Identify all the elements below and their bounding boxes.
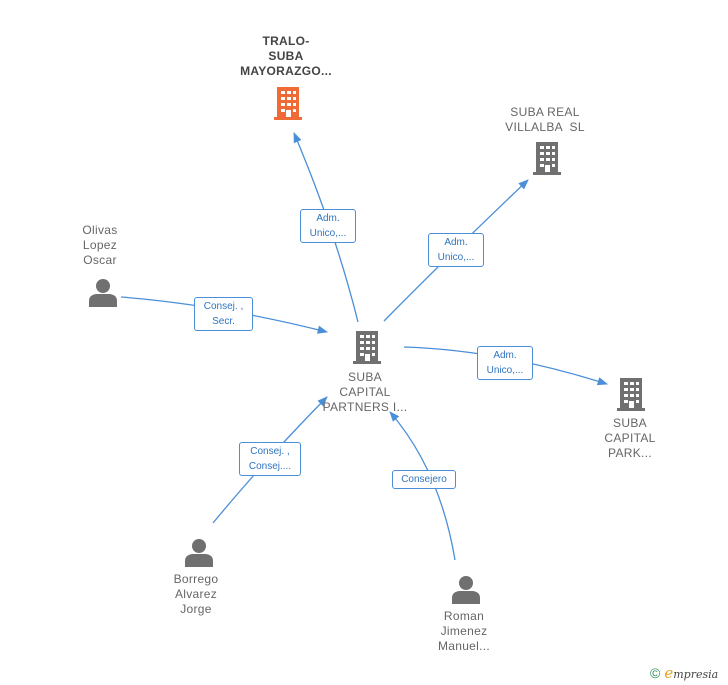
edge-label-line: Unico,... [486,365,524,376]
edge-label-line: Adm. [493,350,517,361]
node-label-line: TRALO- [262,34,310,48]
brand-logo-text: mpresia [673,668,719,681]
node-label-line: VILLALBA SL [505,120,585,134]
edge-label-line: Unico,... [437,252,475,263]
edge-label-borrego[interactable]: Consej. , Consej.... [239,442,301,476]
node-label-suba-capital-partners[interactable]: SUBA CAPITAL PARTNERS I... [300,370,430,415]
node-label-line: PARK... [608,446,652,460]
edge-label-line: Consej. , [203,301,244,312]
node-label-line: SUBA [613,416,647,430]
node-label-line: CAPITAL [604,431,656,445]
watermark: ©empresia [650,664,718,682]
edge-label-tralo[interactable]: Adm. Unico,... [300,209,356,243]
edge-label-olivas[interactable]: Consej. , Secr. [194,297,253,331]
node-label-line: Jimenez [440,624,488,638]
node-label-line: Oscar [83,253,117,267]
node-label-borrego[interactable]: Borrego Alvarez Jorge [131,572,261,617]
node-label-line: Alvarez [174,587,218,601]
brand-logo-initial: e [664,664,674,682]
edge-label-suba-real[interactable]: Adm. Unico,... [428,233,484,267]
edge-label-line: Adm. [444,237,468,248]
edge-label-line: Adm. [316,213,340,224]
node-label-line: PARTNERS I... [322,400,408,414]
edge-label-line: Secr. [212,316,235,327]
edge-label-line: Consej.... [248,461,292,472]
node-label-line: SUBA [348,370,382,384]
building-icon[interactable] [531,141,563,175]
edge-label-line: Consej. , [250,446,290,457]
node-label-suba-capital-park[interactable]: SUBA CAPITAL PARK... [565,416,695,461]
copyright-icon: © [650,665,661,681]
node-label-olivas[interactable]: Olivas Lopez Oscar [35,223,165,268]
edge-label-park[interactable]: Adm. Unico,... [477,346,533,380]
node-label-line: Borrego [173,572,219,586]
person-icon[interactable] [184,537,214,567]
node-label-line: SUBA [268,49,304,63]
edge-label-line: Unico,... [309,228,347,239]
building-icon[interactable] [272,86,304,120]
node-label-line: MAYORAZGO... [240,64,332,78]
node-label-line: Jorge [180,602,212,616]
node-label-line: SUBA REAL [510,105,580,119]
edge-label-line: Consejero [401,474,447,485]
edge-label-roman[interactable]: Consejero [392,470,456,489]
node-label-line: Roman [443,609,485,623]
node-label-line: Lopez [82,238,118,252]
person-icon[interactable] [88,277,118,307]
building-icon[interactable] [351,330,383,364]
node-label-line: Olivas [82,223,118,237]
node-label-tralo[interactable]: TRALO- SUBA MAYORAZGO... [221,34,351,79]
building-icon[interactable] [615,377,647,411]
node-label-line: CAPITAL [339,385,391,399]
person-icon[interactable] [451,574,481,604]
node-label-line: Manuel... [437,639,491,653]
node-label-suba-real[interactable]: SUBA REAL VILLALBA SL [480,105,610,135]
node-label-roman[interactable]: Roman Jimenez Manuel... [399,609,529,654]
